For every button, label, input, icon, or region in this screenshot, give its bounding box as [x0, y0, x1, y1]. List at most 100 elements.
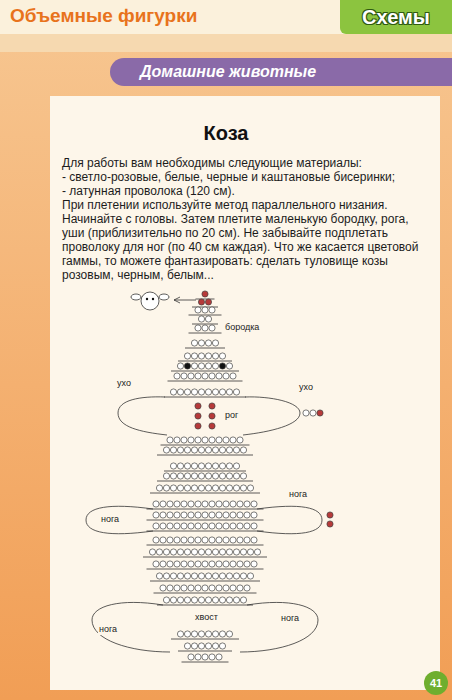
wire	[147, 545, 264, 546]
bead	[209, 561, 215, 567]
bead	[205, 643, 211, 649]
bead	[205, 389, 211, 395]
bead	[198, 316, 204, 322]
bead	[230, 523, 236, 529]
bead	[195, 523, 201, 529]
wire	[189, 333, 222, 334]
bead	[170, 447, 176, 453]
bead	[223, 585, 229, 591]
page-title: Коза	[0, 122, 452, 145]
bead	[251, 512, 257, 518]
bead	[177, 463, 183, 469]
bead	[156, 549, 162, 555]
body-paragraph: При плетении используйте метод параллель…	[62, 198, 434, 212]
bead	[202, 654, 208, 660]
bead	[244, 512, 250, 518]
bead	[219, 353, 225, 359]
bead	[167, 523, 173, 529]
bead	[237, 561, 243, 567]
bead	[181, 501, 187, 507]
bead	[223, 537, 229, 543]
bead	[170, 573, 176, 579]
bead	[174, 501, 180, 507]
bead	[240, 573, 246, 579]
bead	[184, 353, 190, 359]
bead	[191, 389, 197, 395]
bead	[191, 340, 197, 346]
section-tab: Схемы	[340, 0, 452, 34]
bead	[219, 473, 225, 479]
bead	[191, 643, 197, 649]
bead	[167, 561, 173, 567]
bead	[167, 585, 173, 591]
bead	[174, 437, 180, 443]
wire	[164, 397, 246, 398]
bead	[209, 585, 215, 591]
bead	[247, 485, 253, 491]
bead	[188, 373, 194, 379]
bead	[205, 363, 211, 369]
bead	[188, 585, 194, 591]
bead	[244, 523, 250, 529]
bead	[251, 523, 257, 529]
bead	[216, 585, 222, 591]
bead	[327, 512, 333, 518]
bead	[230, 373, 236, 379]
bead	[212, 473, 218, 479]
bead	[202, 501, 208, 507]
wire	[171, 371, 239, 372]
wire	[147, 520, 264, 521]
ear-sketch	[159, 294, 169, 300]
bead	[170, 485, 176, 491]
wire	[157, 455, 253, 456]
bead	[198, 389, 204, 395]
bead	[223, 512, 229, 518]
bead	[233, 573, 239, 579]
bead	[167, 512, 173, 518]
bead	[223, 523, 229, 529]
part-name: нога	[288, 489, 308, 500]
bead	[184, 631, 190, 637]
bead	[202, 585, 208, 591]
bead	[163, 549, 169, 555]
wire	[157, 481, 253, 482]
bead	[174, 523, 180, 529]
bead	[240, 473, 246, 479]
bead	[219, 389, 225, 395]
bead	[181, 537, 187, 543]
bead	[195, 325, 201, 331]
wire	[164, 471, 246, 472]
bead	[226, 389, 232, 395]
bead	[160, 537, 166, 543]
wire	[168, 381, 243, 382]
bead	[198, 340, 204, 346]
bead	[209, 501, 215, 507]
bead	[212, 363, 218, 369]
bead	[205, 549, 211, 555]
content-panel	[50, 96, 440, 690]
bead	[198, 353, 204, 359]
bead	[223, 437, 229, 443]
head-outline	[141, 292, 159, 310]
bead	[163, 597, 169, 603]
bead	[216, 537, 222, 543]
bead	[212, 597, 218, 603]
bead	[226, 473, 232, 479]
bead	[233, 549, 239, 555]
bead	[209, 537, 215, 543]
eye-dot	[152, 298, 154, 300]
bead	[195, 512, 201, 518]
bead	[230, 585, 236, 591]
bead	[149, 549, 155, 555]
bead	[184, 573, 190, 579]
bead	[170, 389, 176, 395]
header-shade	[0, 34, 452, 52]
bead	[233, 473, 239, 479]
wire-loop	[174, 300, 196, 301]
bead	[156, 573, 162, 579]
bead	[170, 473, 176, 479]
wire	[147, 569, 264, 570]
bead	[184, 485, 190, 491]
bead	[216, 501, 222, 507]
